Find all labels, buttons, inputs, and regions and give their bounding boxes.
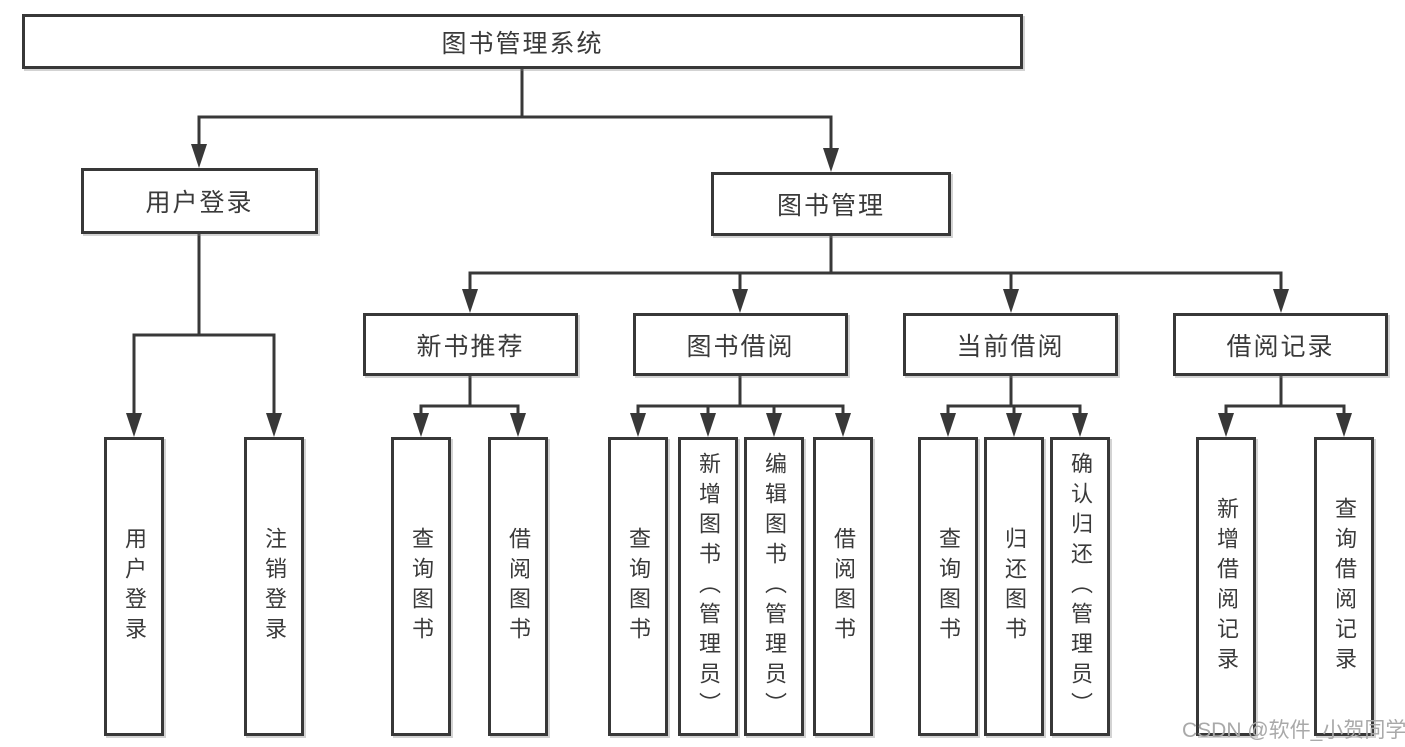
connector-root-to-level1 [197,69,833,150]
leaf-bb-search-books: 查询图书 [608,437,668,736]
connector-borrowrecords-to-leaves [1224,376,1346,417]
leaf-br-search-record: 查询借阅记录 [1314,437,1374,736]
arrow-down-icon [1006,413,1022,437]
leaf-br-add-record: 新增借阅记录 [1196,437,1256,736]
arrow-down-icon [700,413,716,437]
arrow-down-icon [1273,289,1289,313]
leaf-bb-borrow-books: 借阅图书 [813,437,873,736]
leaf-cb-confirm-return: 确认归还（管理员） [1050,437,1110,736]
leaf-rec-search-books: 查询图书 [391,437,451,736]
arrow-down-icon [413,413,429,437]
leaf-cb-return-books: 归还图书 [984,437,1044,736]
arrow-down-icon [823,148,839,172]
node-book-borrow: 图书借阅 [633,313,848,376]
arrow-down-icon [126,413,142,437]
arrow-down-icon [1218,413,1234,437]
node-book-mgmt: 图书管理 [711,172,951,236]
leaf-logout: 注销登录 [244,437,304,736]
arrow-down-icon [1072,413,1088,437]
arrow-down-icon [1336,413,1352,437]
node-current-borrow: 当前借阅 [903,313,1118,376]
leaf-rec-borrow-books: 借阅图书 [488,437,548,736]
arrow-down-icon [732,289,748,313]
node-user-login: 用户登录 [81,168,318,234]
leaf-cb-search-books: 查询图书 [918,437,978,736]
arrow-down-icon [510,413,526,437]
arrow-down-icon [266,413,282,437]
arrow-down-icon [940,413,956,437]
leaf-bb-edit-books: 编辑图书（管理员） [744,437,804,736]
arrow-down-icon [766,413,782,437]
arrow-down-icon [835,413,851,437]
arrow-down-icon [462,289,478,313]
connector-newbookrec-to-leaves [419,376,520,417]
node-new-book-rec: 新书推荐 [363,313,578,376]
connector-currentborrow-to-leaves [946,376,1082,417]
arrow-down-icon [191,144,207,168]
connector-userlogin-to-leaves [132,234,276,415]
leaf-user-login: 用户登录 [104,437,164,736]
node-root: 图书管理系统 [22,14,1023,69]
leaf-bb-add-books: 新增图书（管理员） [678,437,738,736]
connector-bookmgmt-to-level2 [468,236,1283,291]
node-borrow-records: 借阅记录 [1173,313,1388,376]
arrow-down-icon [1003,289,1019,313]
connector-bookborrow-to-leaves [636,376,845,417]
arrow-down-icon [630,413,646,437]
